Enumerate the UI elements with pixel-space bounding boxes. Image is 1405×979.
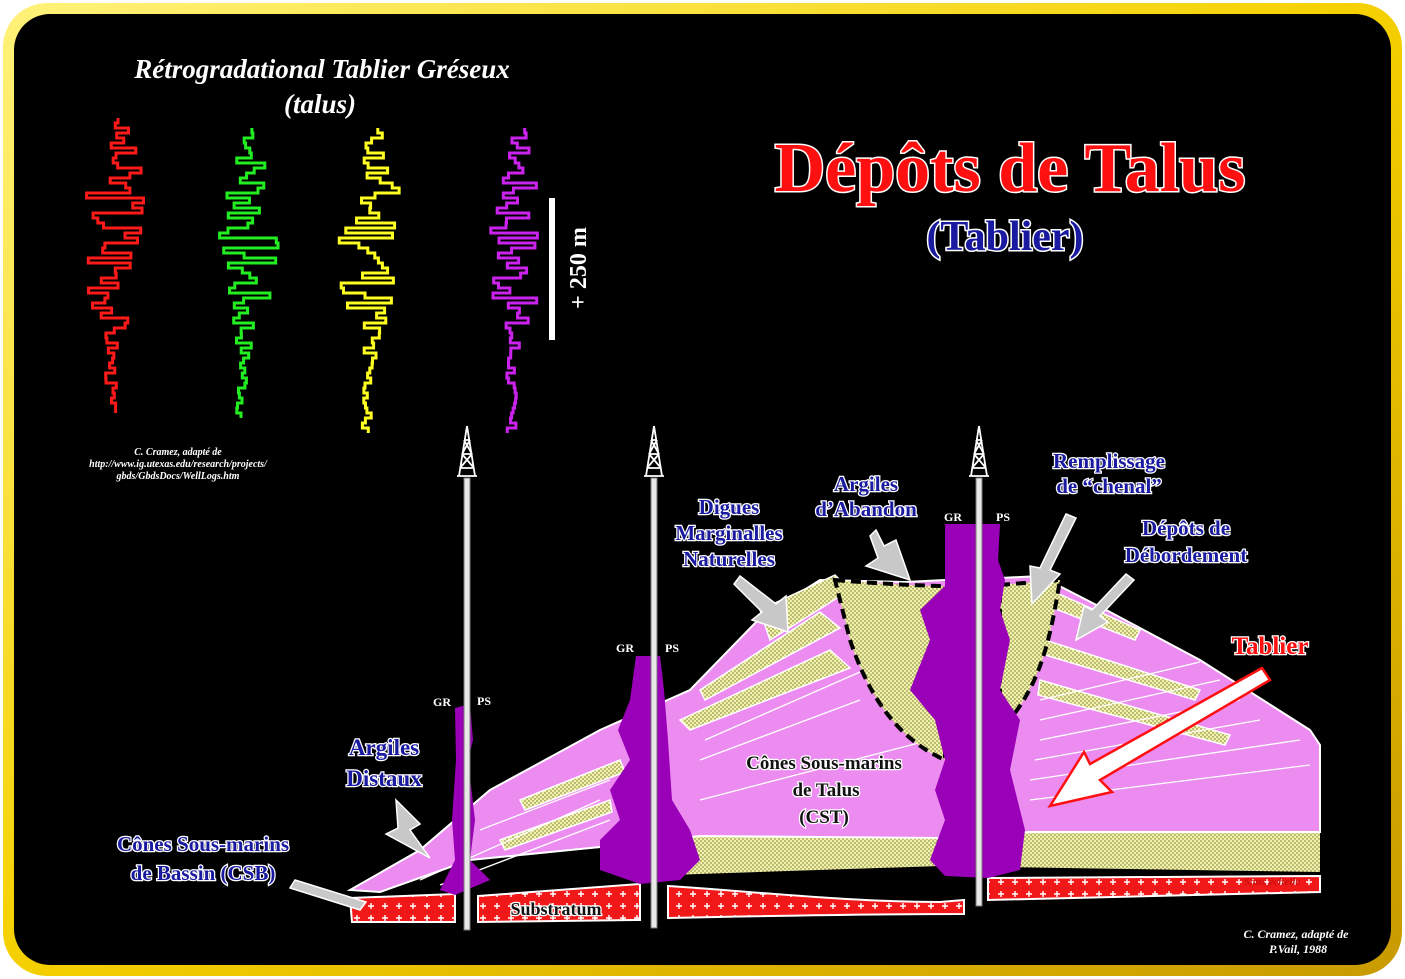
substratum-left bbox=[348, 892, 456, 923]
derricks bbox=[457, 425, 989, 477]
log-curve-1 bbox=[85, 118, 145, 413]
substratum-right-b bbox=[987, 874, 1321, 902]
derrick-icon-3 bbox=[969, 425, 989, 477]
label-chenal-1: Remplissage bbox=[1053, 449, 1165, 473]
well1-gr-label: GR bbox=[433, 695, 451, 709]
pointer-arrows bbox=[288, 513, 1136, 911]
log-curve-4 bbox=[489, 128, 539, 433]
logs-title: Rétrogradational Tablier Gréseux bbox=[133, 54, 510, 84]
label-debordement-1: Dépôts de bbox=[1142, 516, 1230, 540]
channel-fill-abandon bbox=[832, 577, 947, 764]
scale-bar-label: + 250 m bbox=[566, 227, 592, 309]
logs-subtitle: (talus) bbox=[284, 89, 356, 119]
well-shafts bbox=[463, 477, 983, 931]
substratum-right-a bbox=[667, 884, 965, 920]
well-log-curves bbox=[85, 118, 539, 433]
label-argiles-distaux-2: Distaux bbox=[346, 766, 422, 791]
scale-bar bbox=[549, 198, 555, 340]
label-debordement-2: Débordement bbox=[1125, 543, 1247, 567]
label-digues-2: Marginalles bbox=[675, 521, 782, 545]
label-cst-2: de Talus bbox=[792, 780, 859, 801]
label-tablier: Tablier bbox=[1232, 633, 1309, 660]
well2-ps-label: PS bbox=[665, 641, 679, 655]
page-title: Dépôts de Talus bbox=[775, 130, 1246, 207]
logs-credit-line2: http://www.ig.utexas.edu/research/projec… bbox=[89, 459, 268, 470]
label-digues-1: Digues bbox=[699, 495, 760, 519]
label-chenal-2: de “chenal” bbox=[1056, 474, 1162, 498]
page-subtitle: (Tablier) bbox=[926, 214, 1083, 260]
credit-line1: C. Cramez, adapté de bbox=[1244, 927, 1350, 941]
label-abandon-1: Argiles bbox=[834, 472, 898, 496]
derrick-icon-1 bbox=[457, 425, 477, 477]
label-digues-3: Naturelles bbox=[683, 547, 775, 571]
logs-credit-line3: gbds/GbdsDocs/WellLogs.htm bbox=[116, 471, 240, 482]
log-profile-well3 bbox=[910, 524, 1025, 878]
well1-ps-label: PS bbox=[477, 694, 491, 708]
label-cst-1: Cônes Sous-marins bbox=[746, 753, 902, 774]
cross-section: GR PS GR PS GR PS bbox=[288, 425, 1321, 931]
label-csb-1: Cônes Sous-marins bbox=[117, 832, 289, 856]
well3-ps-label: PS bbox=[996, 510, 1010, 524]
well3-gr-label: GR bbox=[944, 510, 962, 524]
substratum-mid bbox=[477, 882, 641, 924]
logs-credit-line1: C. Cramez, adapté de bbox=[134, 447, 222, 458]
label-abandon-2: d’Abandon bbox=[815, 497, 917, 521]
tablier-arrow bbox=[1047, 666, 1272, 808]
label-cst-3: (CST) bbox=[799, 807, 849, 828]
label-substratum: Substratum bbox=[510, 899, 601, 919]
diagram-labels: Argiles Distaux Cônes Sous-marins de Bas… bbox=[116, 448, 1310, 921]
label-argiles-distaux-1: Argiles bbox=[349, 735, 419, 760]
well2-gr-label: GR bbox=[616, 641, 634, 655]
log-curve-3 bbox=[337, 128, 401, 433]
log-profile-well2 bbox=[600, 656, 700, 884]
label-csb-2: de Bassin (CSB) bbox=[131, 861, 276, 885]
credit-line2: P.Vail, 1988 bbox=[1269, 942, 1327, 956]
label-sans-echelle: Sans échelle bbox=[1244, 876, 1301, 888]
log-curve-2 bbox=[218, 128, 280, 418]
derrick-icon-2 bbox=[644, 425, 664, 477]
